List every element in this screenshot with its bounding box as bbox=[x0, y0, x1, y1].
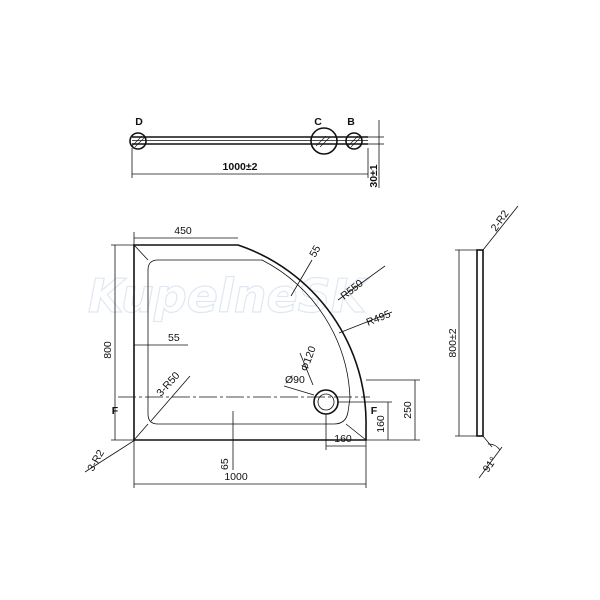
front-height-dim: 800±2 bbox=[447, 328, 459, 357]
tray-basin bbox=[147, 259, 351, 425]
dim-160-y: 160 bbox=[375, 415, 387, 433]
drain-inner bbox=[317, 393, 335, 411]
top-view: 450 55 R550 R495 55 Φ120 Ø90 3-R50 800 F… bbox=[84, 225, 420, 488]
point-label-c: C bbox=[314, 116, 322, 128]
watermark: KupelneSK bbox=[88, 269, 370, 323]
front-profile bbox=[476, 249, 484, 437]
dim-o90: Ø90 bbox=[285, 374, 305, 386]
section-label-right: F bbox=[371, 405, 378, 417]
dim-450: 450 bbox=[174, 225, 192, 237]
detail-circle-c bbox=[310, 127, 338, 155]
detail-circle-b bbox=[345, 132, 363, 150]
width-dimension: 1000±2 bbox=[223, 161, 258, 173]
dim-250: 250 bbox=[402, 401, 414, 419]
section-label-left: F bbox=[112, 405, 119, 417]
dim-phi120: Φ120 bbox=[299, 344, 319, 373]
dim-55-top: 55 bbox=[307, 243, 323, 259]
dim-160-x: 160 bbox=[334, 433, 352, 445]
dim-1000: 1000 bbox=[224, 471, 248, 483]
height-dimension: 30±1 bbox=[368, 164, 380, 187]
detail-circle-d bbox=[129, 132, 147, 150]
tray-outline bbox=[133, 244, 367, 441]
dim-55-left: 55 bbox=[168, 332, 180, 344]
point-label-b: B bbox=[347, 116, 355, 128]
dim-800: 800 bbox=[102, 341, 114, 359]
side-view: D C B 1000±2 30±1 bbox=[129, 116, 384, 188]
point-label-d: D bbox=[135, 116, 143, 128]
dim-3-r50: 3-R50 bbox=[154, 370, 182, 399]
front-view: 800±2 2-R2 91° bbox=[447, 205, 519, 479]
front-radius: 2-R2 bbox=[489, 208, 512, 234]
dim-r495: R495 bbox=[365, 308, 393, 329]
dim-65: 65 bbox=[219, 458, 231, 470]
dim-3-r2: 3-R2 bbox=[85, 448, 107, 474]
